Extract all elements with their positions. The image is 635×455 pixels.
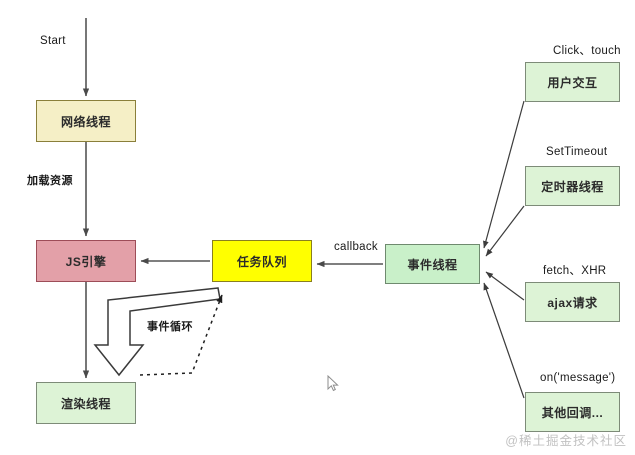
node-render-thread[interactable]: 渲染线程 [36, 382, 136, 424]
node-js-engine-label: JS引擎 [65, 254, 107, 269]
label-click-touch: Click、touch [553, 45, 621, 57]
edge-timer-to-event [485, 205, 525, 257]
label-event-loop: 事件循环 [147, 321, 193, 333]
label-load-resources: 加载资源 [27, 175, 73, 187]
label-settimeout: SetTimeout [546, 146, 608, 158]
node-task-queue[interactable]: 任务队列 [212, 240, 312, 282]
edge-user-to-event [483, 100, 525, 249]
label-callback: callback [334, 241, 378, 253]
node-task-queue-label: 任务队列 [236, 254, 287, 269]
node-timer-thread-label: 定时器线程 [541, 179, 604, 194]
node-user-interaction-label: 用户交互 [547, 75, 598, 90]
node-network-thread-label: 网络线程 [60, 114, 111, 129]
node-network-thread[interactable]: 网络线程 [36, 100, 136, 142]
node-render-thread-label: 渲染线程 [60, 396, 111, 411]
node-event-thread[interactable]: 事件线程 [385, 244, 480, 284]
watermark: @稀土掘金技术社区 [505, 434, 627, 448]
edge-event-loop-block-arrow [93, 287, 221, 377]
node-ajax-request[interactable]: ajax请求 [525, 282, 620, 322]
node-user-interaction[interactable]: 用户交互 [525, 62, 620, 102]
edge-event-loop-dotted [139, 294, 223, 376]
node-other-callbacks[interactable]: 其他回调... [525, 392, 620, 432]
node-other-callbacks-label: 其他回调... [541, 405, 604, 420]
node-event-thread-label: 事件线程 [407, 257, 458, 272]
node-timer-thread[interactable]: 定时器线程 [525, 166, 620, 206]
node-js-engine[interactable]: JS引擎 [36, 240, 136, 282]
edge-ajax-to-event [485, 271, 525, 301]
edge-other-to-event [483, 282, 525, 399]
node-ajax-request-label: ajax请求 [547, 295, 598, 310]
label-fetch-xhr: fetch、XHR [543, 265, 607, 277]
label-start: Start [40, 35, 66, 47]
label-on-message: on('message') [540, 372, 616, 384]
